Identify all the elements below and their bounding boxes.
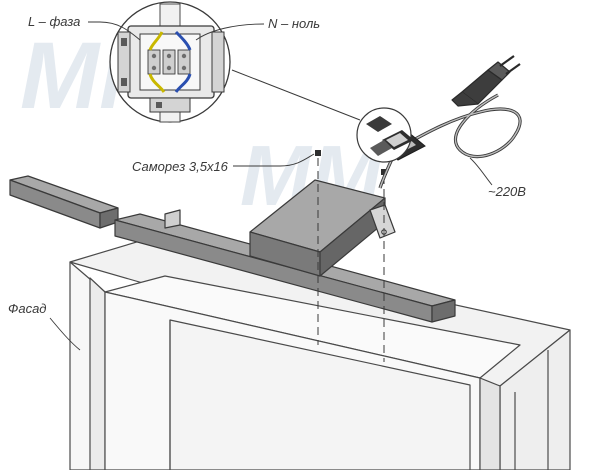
leader-voltage: [469, 157, 493, 186]
terminal-screw-5: [166, 65, 172, 71]
terminal-screw-2: [166, 53, 172, 59]
plug-pin-top: [499, 55, 515, 67]
junction-ear-right: [211, 31, 225, 93]
label-neutral: N – ноль: [268, 16, 320, 31]
label-screw: Саморез 3,5х16: [132, 159, 229, 174]
callout-connector-line: [231, 69, 361, 121]
leader-phase: [88, 21, 141, 41]
terminal-screw-1: [151, 53, 157, 59]
screw-right: [381, 169, 387, 362]
lamp-profile-main-end: [431, 299, 456, 323]
cable-to-plug-inner: [395, 94, 521, 158]
screw-head-right: [381, 169, 387, 175]
label-facade: Фасад: [8, 301, 46, 316]
terminal-screws: [151, 53, 187, 71]
leader-facade: [49, 317, 81, 351]
junction-ear-left: [117, 31, 131, 93]
plug-pin-bottom: [505, 63, 521, 75]
detail-small-face: [386, 133, 408, 147]
wire-blue-bottom: [174, 73, 192, 93]
terminal-1: [147, 49, 161, 75]
cabinet: [69, 237, 571, 470]
leader-screw: [233, 153, 315, 167]
terminal-row: [147, 49, 191, 75]
label-voltage: ~220В: [488, 184, 526, 199]
leader-lines: [49, 21, 493, 351]
terminal-2: [162, 49, 176, 75]
terminal-screw-6: [181, 65, 187, 71]
terminal-3: [177, 49, 191, 75]
junction-ear-left-slot-top: [121, 38, 127, 46]
terminal-screw-3: [181, 53, 187, 59]
terminal-screw-4: [151, 65, 157, 71]
mount-bracket: [164, 209, 181, 229]
junction-ear-left-slot-bottom: [121, 78, 127, 86]
detail-callout-large: [109, 1, 231, 123]
screw-head-left: [315, 150, 321, 156]
wire-blue-top: [174, 30, 192, 51]
detail-small-cap: [370, 140, 392, 156]
detail-callout-small: [356, 107, 414, 163]
detail-small-housing: [366, 116, 392, 132]
plug-icon: [451, 55, 521, 107]
facade-left-edge: [89, 277, 106, 470]
driver-mount-tab: [369, 204, 396, 239]
cabinet-right-front: [479, 377, 501, 470]
screw-left: [315, 150, 321, 345]
junction-tab-bottom-slot: [156, 102, 162, 108]
junction-tab-bottom: [149, 97, 191, 113]
label-phase: L – фаза: [28, 14, 80, 29]
plug-strain-relief: [451, 91, 479, 107]
wire-yellow-bottom: [148, 73, 166, 93]
wire-yellow-top: [148, 31, 164, 51]
leader-neutral: [195, 23, 265, 41]
